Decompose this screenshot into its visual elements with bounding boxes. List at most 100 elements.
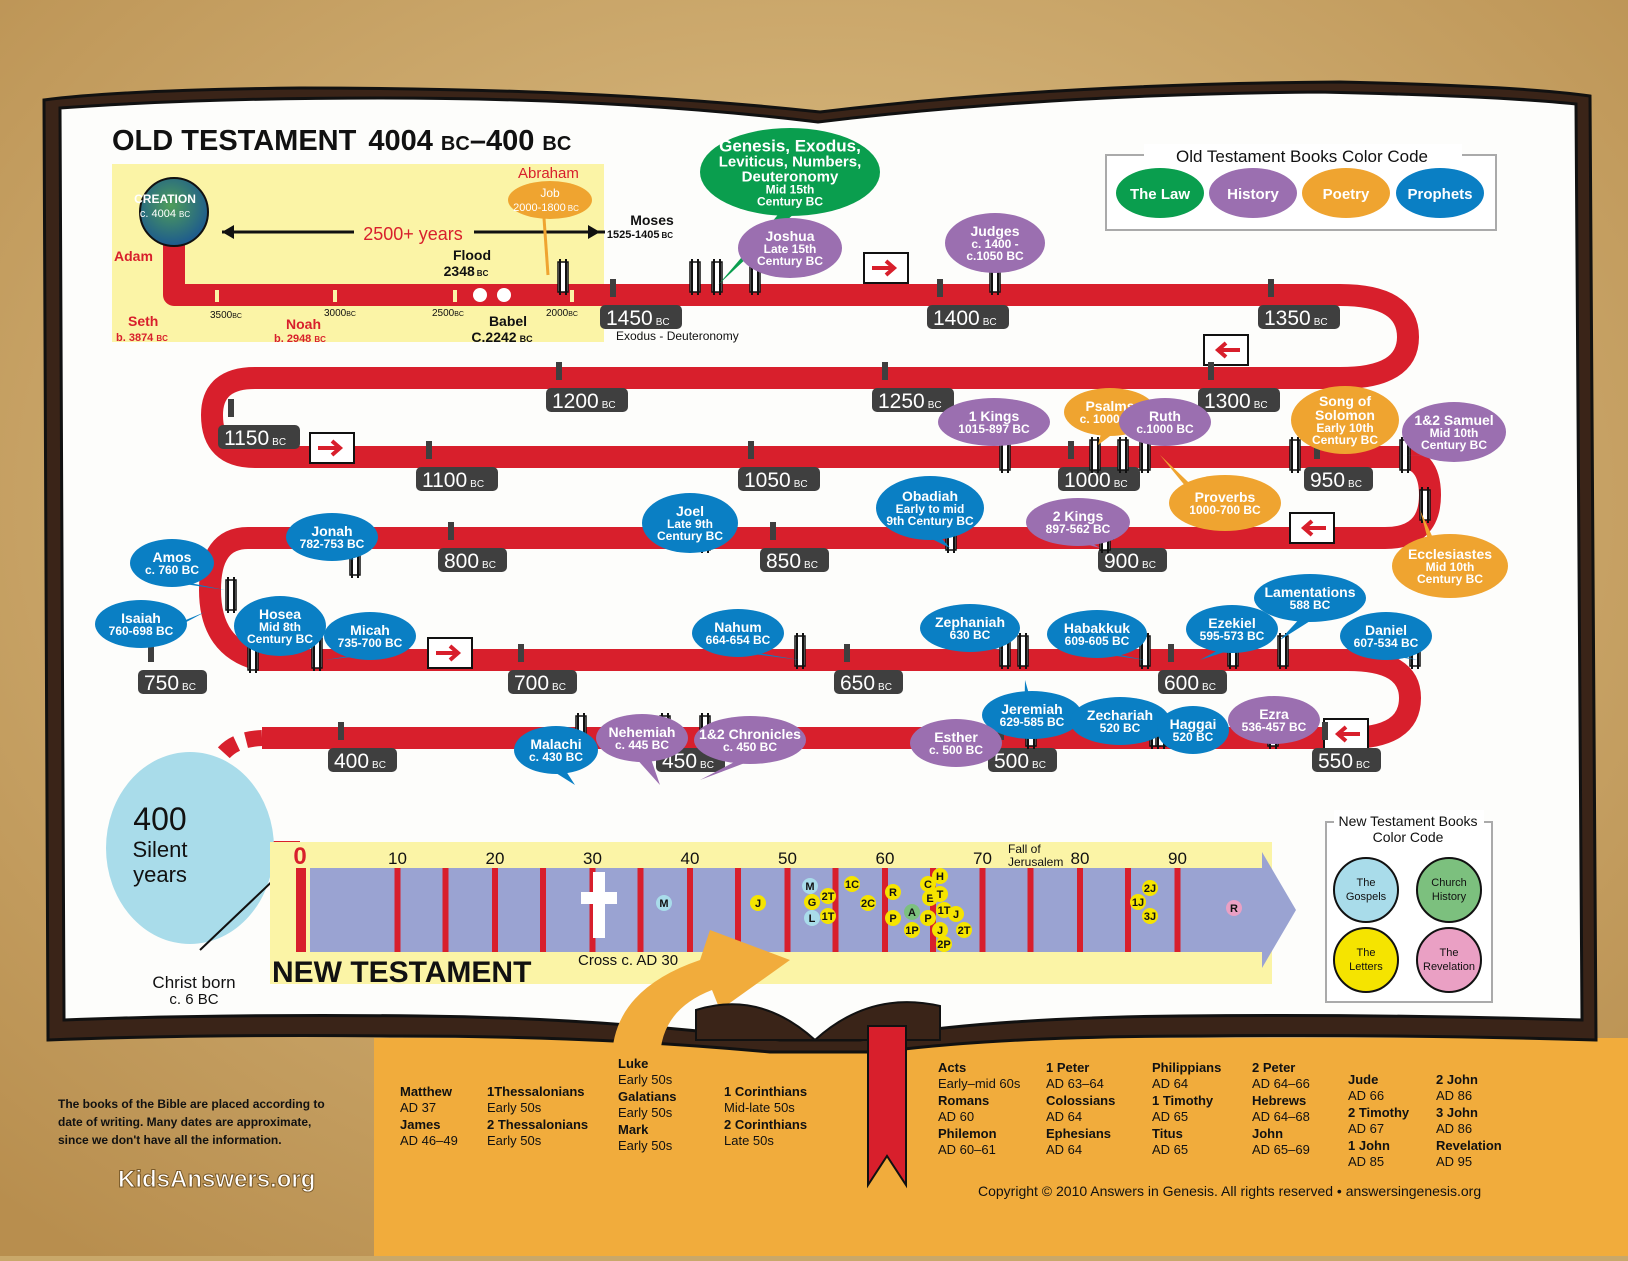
year-value: 1300 bbox=[1204, 390, 1251, 413]
legend-poetry: Poetry bbox=[1323, 186, 1370, 203]
amos-line1: c. 760 BC bbox=[145, 563, 199, 577]
year-value: 1400 bbox=[933, 307, 980, 330]
job-pointer bbox=[542, 217, 550, 276]
year-value: 1450 bbox=[606, 307, 653, 330]
haggai-line1: 520 BC bbox=[1173, 730, 1214, 744]
legend-revelation-swatch bbox=[1416, 927, 1482, 993]
creation-date: c. 4004 bbox=[140, 208, 179, 220]
svg-text:3500BC: 3500BC bbox=[210, 310, 242, 321]
year-bc: BC bbox=[656, 317, 670, 328]
adam-label: Adam bbox=[114, 248, 153, 264]
nt-marker-T2b: 2T bbox=[956, 922, 972, 938]
song-line1: Solomon bbox=[1315, 407, 1375, 423]
nt-marker-label: 2J bbox=[1144, 883, 1156, 895]
book-name: Philemon bbox=[938, 1126, 997, 1141]
nt-half-tick bbox=[1027, 868, 1034, 952]
christ-born-line1: Christ born bbox=[152, 973, 235, 992]
year-bc: BC bbox=[1142, 560, 1156, 571]
zechariah-line0: Zechariah bbox=[1087, 707, 1153, 723]
year-bc: BC bbox=[482, 560, 496, 571]
nt-half-tick bbox=[540, 868, 546, 952]
book-date: AD 67 bbox=[1348, 1121, 1384, 1136]
book-name: Revelation bbox=[1436, 1138, 1502, 1153]
silent-years-cloud bbox=[106, 752, 274, 944]
job-date: 2000-1800 bbox=[513, 202, 566, 214]
book-name: Galatians bbox=[618, 1089, 677, 1104]
ruth-line0: Ruth bbox=[1149, 408, 1181, 424]
job-bc: BC bbox=[568, 204, 579, 213]
ezekiel-line1: 595-573 BC bbox=[1200, 629, 1265, 643]
year-value: 500 bbox=[994, 750, 1029, 773]
judges-line2: c.1050 BC bbox=[966, 249, 1024, 263]
year-value: 400 bbox=[334, 750, 369, 773]
legend-church-l1: Church bbox=[1431, 877, 1466, 889]
year-value: 1350 bbox=[1264, 307, 1311, 330]
scroll-icon bbox=[1289, 437, 1301, 473]
seth-date: b. 3874 bbox=[116, 332, 154, 344]
flood-bc: BC bbox=[477, 269, 489, 278]
hosea-line0: Hosea bbox=[259, 606, 301, 622]
footnote: The books of the Bible are placed accord… bbox=[58, 1097, 325, 1147]
pentateuch-line0: Genesis, Exodus, bbox=[719, 137, 861, 156]
span-label: 2500+ years bbox=[363, 224, 463, 244]
scroll-icon bbox=[1089, 437, 1101, 473]
bookmark-ribbon bbox=[867, 1025, 907, 1189]
book-name: Ephesians bbox=[1046, 1126, 1111, 1141]
year-value: 650 bbox=[840, 672, 875, 695]
legend-church-l2: History bbox=[1432, 891, 1467, 903]
nt-marker-P2: P bbox=[920, 910, 936, 926]
sign-left-icon bbox=[1289, 512, 1335, 544]
amos-line0: Amos bbox=[153, 549, 192, 565]
ot-bc-2: BC bbox=[542, 133, 571, 155]
nt-marker-P2b: 2P bbox=[936, 936, 952, 952]
nt-marker-label: 3J bbox=[1144, 911, 1156, 923]
book-date: AD 64 bbox=[1046, 1109, 1082, 1124]
daniel-line1: 607-534 BC bbox=[1354, 636, 1419, 650]
job-bubble bbox=[508, 181, 592, 219]
year-value: 1050 bbox=[744, 469, 791, 492]
book-date: AD 37 bbox=[400, 1100, 436, 1115]
noah-date: b. 2948 bbox=[274, 333, 311, 345]
nt-marker-T: T bbox=[932, 886, 948, 902]
jeremiah-line0: Jeremiah bbox=[1001, 701, 1062, 717]
nt-tick-bar bbox=[394, 868, 401, 952]
nt-marker-label: M bbox=[805, 881, 814, 893]
sign-right-icon bbox=[309, 432, 355, 464]
footnote-l1: The books of the Bible are placed accord… bbox=[58, 1097, 325, 1111]
chronicles-line0: 1&2 Chronicles bbox=[699, 726, 801, 742]
samuel-line1: Mid 10th bbox=[1430, 426, 1479, 440]
nt-marker-T2: 2T bbox=[820, 888, 836, 904]
book-date: AD 85 bbox=[1348, 1154, 1384, 1169]
scroll-icon bbox=[689, 259, 701, 295]
book-date: Early 50s bbox=[487, 1100, 542, 1115]
esther-line1: c. 500 BC bbox=[929, 743, 983, 757]
year-bc: BC bbox=[552, 682, 566, 693]
book-date: AD 60–61 bbox=[938, 1142, 996, 1157]
year-value: 950 bbox=[1310, 469, 1345, 492]
book-date: AD 46–49 bbox=[400, 1133, 458, 1148]
exodus-deut-label: Exodus - Deuteronomy bbox=[616, 329, 739, 343]
big-orange-arrow bbox=[612, 930, 790, 1160]
nt-half-tick bbox=[442, 868, 449, 952]
nt-tick-bar bbox=[492, 868, 498, 952]
svg-text:500BC: 500BC bbox=[994, 750, 1046, 773]
year-bc: BC bbox=[878, 682, 892, 693]
scroll-icon bbox=[1277, 633, 1289, 669]
